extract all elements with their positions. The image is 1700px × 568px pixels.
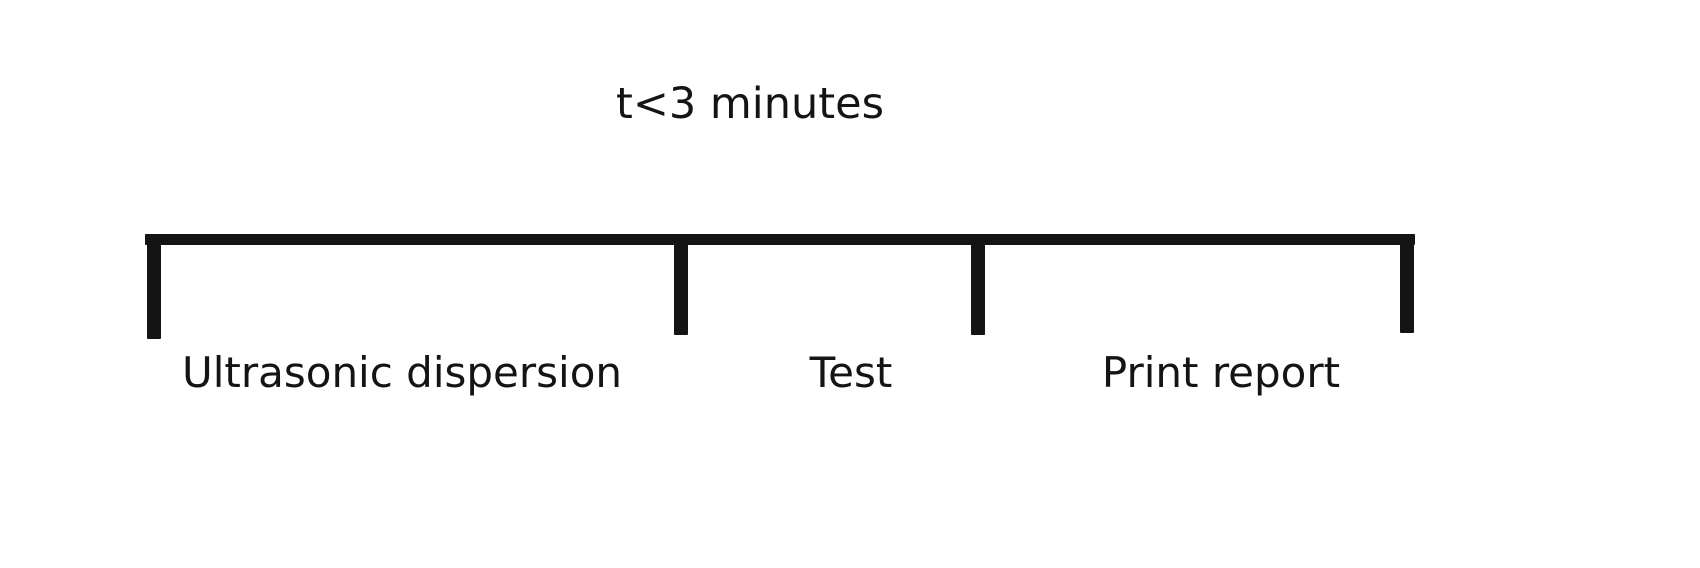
timeline-bar xyxy=(145,234,1415,245)
segment-label-test: Test xyxy=(809,348,893,397)
segment-label-print-report: Print report xyxy=(1101,348,1341,397)
timeline-tick-end xyxy=(1400,234,1414,333)
timeline-tick-after-test xyxy=(971,234,985,335)
segment-label-ultrasonic-dispersion: Ultrasonic dispersion xyxy=(181,348,623,397)
duration-annotation: t<3 minutes xyxy=(616,79,884,129)
timeline-tick-after-dispersion xyxy=(674,234,688,335)
timeline-tick-start xyxy=(147,234,161,339)
